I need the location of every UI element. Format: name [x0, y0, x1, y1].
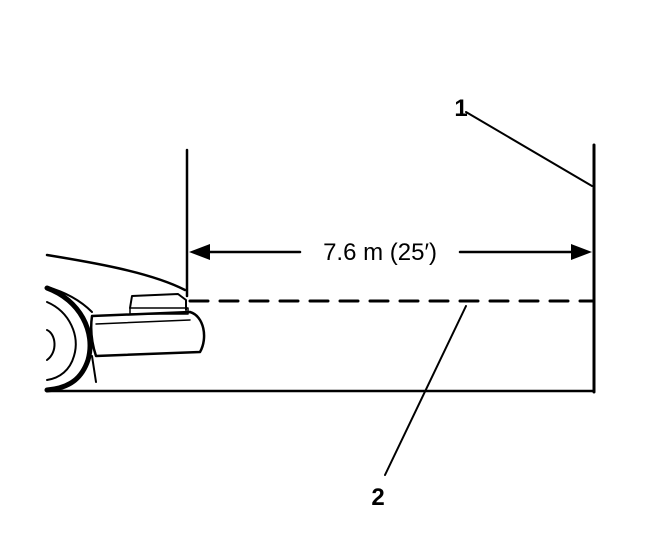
headlamp: [129, 293, 187, 311]
distance-label: 7.6 m (25′): [323, 239, 437, 266]
distance-dimension: 7.6 m (25′): [189, 239, 592, 266]
vehicle-front: [44, 253, 206, 393]
callout-2: 2: [371, 305, 467, 511]
arrowhead-left: [189, 244, 210, 260]
callout-1: 1: [454, 95, 593, 187]
arrowhead-right: [571, 244, 592, 260]
tire: [44, 285, 93, 393]
bumper: [89, 310, 206, 358]
callout-1-number: 1: [454, 95, 467, 122]
callout-2-number: 2: [371, 484, 384, 511]
